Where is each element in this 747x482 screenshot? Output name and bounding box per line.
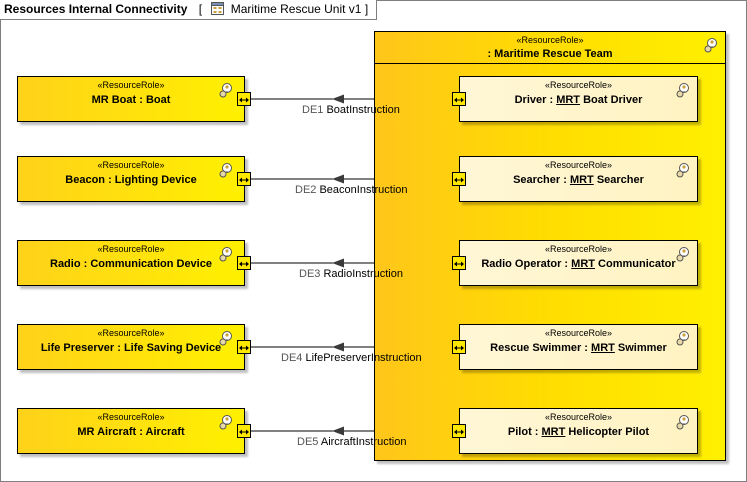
flow-arrowhead-icon	[332, 94, 344, 104]
role-stereotype: «ResourceRole»	[97, 244, 165, 254]
team-stereotype: «ResourceRole»	[516, 35, 584, 45]
role-name: Rescue Swimmer : MRT Swimmer	[490, 342, 667, 354]
resource-role-icon	[219, 83, 232, 98]
internal-port[interactable]	[452, 256, 466, 270]
bidirectional-port-icon	[239, 97, 249, 103]
role-stereotype: «ResourceRole»	[97, 160, 165, 170]
external-resource-role[interactable]: «ResourceRole» MR Aircraft : Aircraft	[17, 408, 245, 454]
resource-role-icon	[676, 331, 689, 346]
role-name: Radio : Communication Device	[50, 258, 212, 270]
bidirectional-port-icon	[454, 261, 464, 267]
team-name: : Maritime Rescue Team	[487, 48, 613, 60]
connector-label: DE1 BoatInstruction	[302, 104, 400, 116]
flow-arrowhead-icon	[332, 174, 344, 184]
diagram-title-tab[interactable]: Resources Internal Connectivity [ Mariti…	[0, 0, 378, 20]
role-name: Searcher : MRT Searcher	[513, 174, 644, 186]
role-stereotype: «ResourceRole»	[97, 412, 165, 422]
resource-role-icon	[676, 415, 689, 430]
role-name: Radio Operator : MRT Communicator	[481, 258, 676, 270]
diagram-element-name: Maritime Rescue Unit v1	[230, 2, 362, 16]
role-stereotype: «ResourceRole»	[544, 328, 613, 338]
resource-role-icon	[704, 38, 717, 53]
external-port[interactable]	[237, 340, 251, 354]
role-name: Life Preserver : Life Saving Device	[40, 342, 222, 354]
connector-label: DE5 AircraftInstruction	[297, 436, 407, 448]
role-name: MR Aircraft : Aircraft	[77, 426, 185, 438]
diagram-icon	[211, 2, 225, 15]
internal-resource-role[interactable]: «ResourceRole» Pilot : MRT Helicopter Pil…	[459, 408, 698, 454]
internal-port[interactable]	[452, 340, 466, 354]
bidirectional-port-icon	[454, 177, 464, 183]
resource-role-icon	[219, 331, 232, 346]
resource-role-icon	[676, 163, 689, 178]
resource-role-icon	[219, 163, 232, 178]
role-name: Driver : MRT Boat Driver	[514, 94, 643, 106]
team-compartment-divider	[375, 63, 725, 64]
external-resource-role[interactable]: «ResourceRole» Life Preserver : Life Savi…	[17, 324, 245, 370]
role-name: MR Boat : Boat	[91, 94, 171, 106]
flow-arrowhead-icon	[332, 426, 344, 436]
connector-label: DE2 BeaconInstruction	[295, 184, 408, 196]
connector-label: DE3 RadioInstruction	[299, 268, 403, 280]
role-name: Pilot : MRT Helicopter Pilot	[507, 426, 650, 438]
role-stereotype: «ResourceRole»	[544, 80, 613, 90]
bidirectional-port-icon	[239, 429, 249, 435]
bidirectional-port-icon	[454, 97, 464, 103]
external-resource-role[interactable]: «ResourceRole» MR Boat : Boat	[17, 76, 245, 122]
role-stereotype: «ResourceRole»	[544, 412, 613, 422]
diagram-title: Resources Internal Connectivity	[4, 2, 188, 16]
bidirectional-port-icon	[454, 345, 464, 351]
connector-label: DE4 LifePreserverInstruction	[281, 352, 422, 364]
bidirectional-port-icon	[454, 429, 464, 435]
internal-resource-role[interactable]: «ResourceRole» Rescue Swimmer : MRT Swimm…	[459, 324, 698, 370]
internal-resource-role[interactable]: «ResourceRole» Driver : MRT Boat Driver	[459, 76, 698, 122]
resource-role-icon	[219, 247, 232, 262]
flow-arrowhead-icon	[332, 342, 344, 352]
external-port[interactable]	[237, 92, 251, 106]
close-bracket: ]	[364, 2, 369, 16]
internal-port[interactable]	[452, 92, 466, 106]
internal-resource-role[interactable]: «ResourceRole» Searcher : MRT Searcher	[459, 156, 698, 202]
resource-role-icon	[219, 415, 232, 430]
internal-resource-role[interactable]: «ResourceRole» Radio Operator : MRT Commu…	[459, 240, 698, 286]
bidirectional-port-icon	[239, 345, 249, 351]
external-port[interactable]	[237, 424, 251, 438]
internal-port[interactable]	[452, 424, 466, 438]
internal-port[interactable]	[452, 172, 466, 186]
flow-arrowhead-icon	[332, 258, 344, 268]
external-port[interactable]	[237, 256, 251, 270]
role-name: Beacon : Lighting Device	[65, 174, 197, 186]
bidirectional-port-icon	[239, 261, 249, 267]
role-stereotype: «ResourceRole»	[97, 80, 165, 90]
external-resource-role[interactable]: «ResourceRole» Radio : Communication Devi…	[17, 240, 245, 286]
resource-role-icon	[676, 247, 689, 262]
role-stereotype: «ResourceRole»	[544, 160, 613, 170]
role-stereotype: «ResourceRole»	[544, 244, 613, 254]
resource-role-icon	[676, 83, 689, 98]
open-bracket: [	[198, 2, 203, 16]
external-resource-role[interactable]: «ResourceRole» Beacon : Lighting Device	[17, 156, 245, 202]
external-port[interactable]	[237, 172, 251, 186]
bidirectional-port-icon	[239, 177, 249, 183]
role-stereotype: «ResourceRole»	[97, 328, 165, 338]
